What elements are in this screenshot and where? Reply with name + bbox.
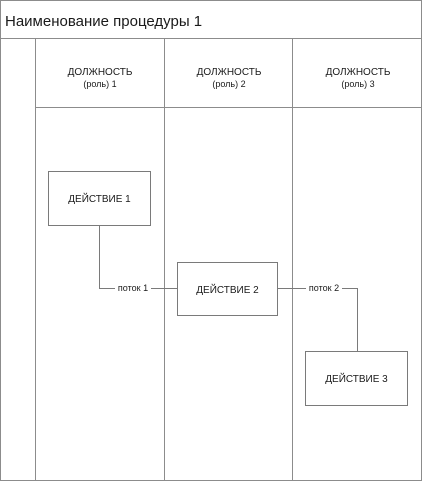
flow-label-2: поток 2 (309, 283, 339, 293)
action-label-1: ДЕЙСТВИЕ 1 (68, 192, 131, 205)
lane-subtitle-1: (роль) 1 (83, 79, 116, 89)
flow-label-1: поток 1 (118, 283, 148, 293)
action-box-3-rect[interactable] (305, 351, 408, 406)
lane-role-1: ДОЛЖНОСТЬ (68, 67, 133, 78)
action-box-3[interactable]: ДЕЙСТВИЕ 3 (305, 351, 408, 406)
action-label-3: ДЕЙСТВИЕ 3 (325, 372, 388, 385)
lane-header-2: ДОЛЖНОСТЬ (роль) 2 (197, 67, 262, 89)
lane-subtitle-2: (роль) 2 (212, 79, 245, 89)
flow-label-bg-2 (306, 281, 342, 294)
lane-role-2: ДОЛЖНОСТЬ (197, 67, 262, 78)
action-box-2-rect[interactable] (177, 262, 278, 316)
flow-connector-2 (277, 288, 358, 352)
lane-header-3: ДОЛЖНОСТЬ (роль) 3 (326, 67, 391, 89)
lane-subtitle-3: (роль) 3 (341, 79, 374, 89)
lane-header-1: ДОЛЖНОСТЬ (роль) 1 (68, 67, 133, 89)
action-label-2: ДЕЙСТВИЕ 2 (196, 283, 259, 296)
flow-label-bg-1 (115, 281, 151, 294)
procedure-title: Наименование процедуры 1 (5, 13, 202, 30)
flow-connector-1 (99, 225, 178, 289)
action-box-2[interactable]: ДЕЙСТВИЕ 2 (177, 262, 278, 316)
action-box-1-rect[interactable] (48, 171, 151, 226)
lane-role-3: ДОЛЖНОСТЬ (326, 67, 391, 78)
action-box-1[interactable]: ДЕЙСТВИЕ 1 (48, 171, 151, 226)
